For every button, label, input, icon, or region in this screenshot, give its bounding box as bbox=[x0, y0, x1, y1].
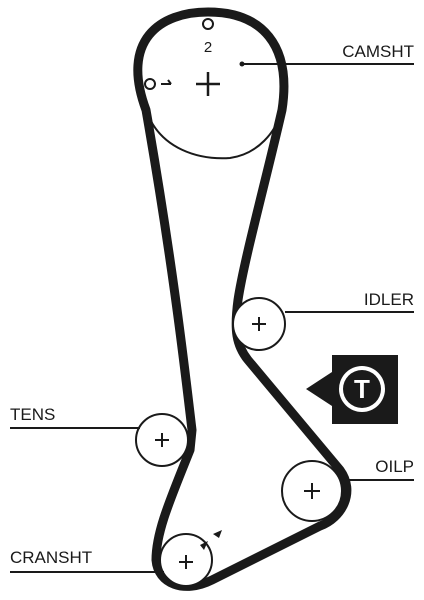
oil-pump-label: OILP bbox=[375, 457, 414, 476]
crankshaft-center-cross bbox=[179, 555, 193, 569]
timing-belt bbox=[133, 7, 352, 591]
crankshaft-timing-triangle-icon bbox=[213, 530, 222, 538]
camshaft-timing-dot-top bbox=[202, 18, 214, 30]
camshaft-label: CAMSHT bbox=[342, 42, 414, 61]
oil-pump-center-cross bbox=[304, 483, 320, 499]
idler-center-cross bbox=[252, 317, 266, 331]
tensioner-center-cross bbox=[155, 433, 169, 447]
camshaft-timing-dot-left bbox=[144, 78, 156, 90]
camshaft-digit: 2 bbox=[204, 39, 212, 56]
idler-label: IDLER bbox=[364, 290, 414, 309]
crankshaft-timing-arrow-icon bbox=[200, 541, 208, 550]
tensioner-label: TENS bbox=[10, 405, 55, 424]
tension-badge-letter: T bbox=[354, 374, 370, 404]
camshaft-center-cross bbox=[196, 72, 220, 96]
tension-badge: T bbox=[306, 355, 398, 424]
camshaft-pulley-arc bbox=[145, 109, 283, 160]
crankshaft-label: CRANSHT bbox=[10, 548, 92, 567]
camshaft-timing-tick-top bbox=[167, 79, 172, 85]
